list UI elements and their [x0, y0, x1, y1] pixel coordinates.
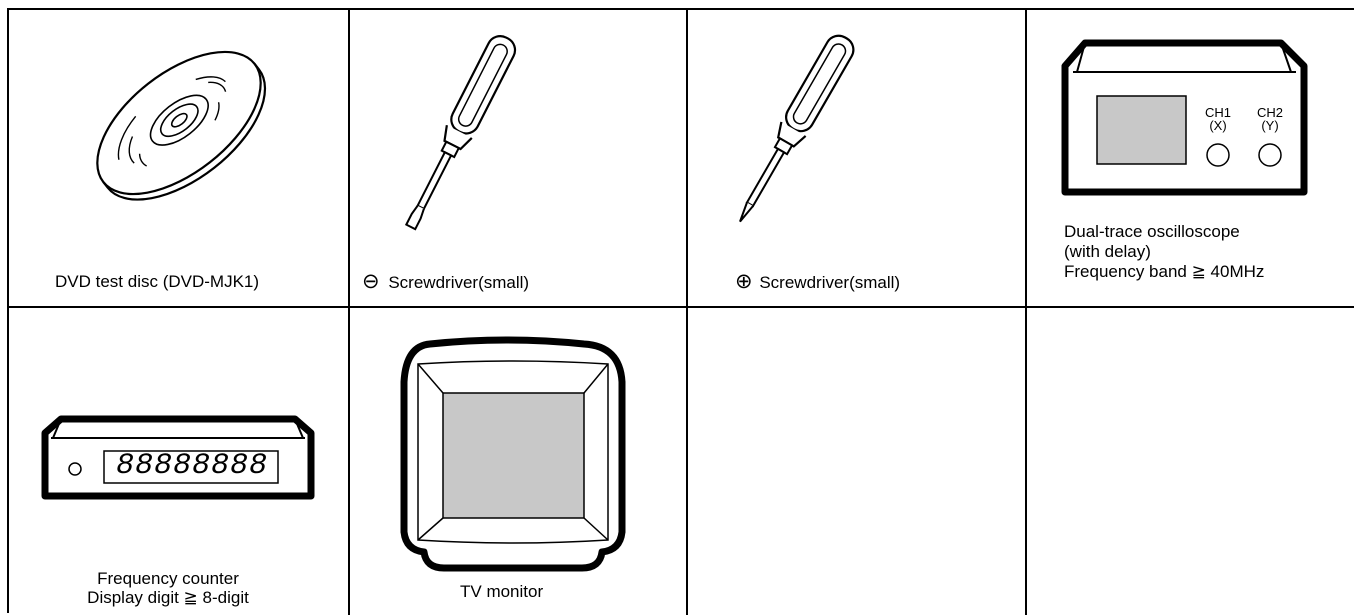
caption-frequency-counter: Frequency counter Display digit ≧ 8-digi… — [73, 569, 263, 607]
ch1-label-group: CH1 (X) — [1198, 106, 1238, 132]
ch2-axis-label: (Y) — [1250, 119, 1290, 132]
phillips-screwdriver-icon — [686, 10, 1023, 304]
caption-plus-screwdriver: ⊕ Screwdriver(small) — [735, 272, 900, 292]
digit-display: 88888888 — [108, 448, 276, 484]
ch2-label-group: CH2 (Y) — [1250, 106, 1290, 132]
caption-minus-screwdriver: ⊖ Screwdriver(small) — [362, 272, 529, 292]
cell-minus-screwdriver: ⊖ Screwdriver(small) — [348, 10, 685, 304]
caption-line: Dual-trace oscilloscope — [1064, 222, 1264, 242]
caption-tv-monitor: TV monitor — [460, 582, 543, 601]
dvd-disc-icon — [9, 10, 347, 304]
cell-oscilloscope: CH1 (X) CH2 (Y) Dual-trace oscilloscope … — [1025, 10, 1354, 304]
cell-tv-monitor: TV monitor — [348, 306, 685, 613]
tv-monitor-icon — [348, 306, 685, 613]
flathead-screwdriver-icon — [348, 10, 685, 304]
cell-dvd-test-disc: DVD test disc (DVD-MJK1) — [9, 10, 347, 304]
caption-line: Display digit ≧ 8-digit — [73, 588, 263, 607]
empty-cell — [1025, 306, 1354, 613]
empty-cell — [686, 306, 1023, 613]
cell-frequency-counter: 88888888 Frequency counter Display digit… — [9, 306, 347, 613]
caption-dvd-test-disc: DVD test disc (DVD-MJK1) — [55, 272, 259, 291]
caption-oscilloscope: Dual-trace oscilloscope (with delay) Fre… — [1064, 222, 1264, 282]
plus-symbol-icon: ⊕ — [735, 270, 753, 293]
caption-line: Frequency counter — [73, 569, 263, 588]
caption-line: (with delay) — [1064, 242, 1264, 262]
ch1-axis-label: (X) — [1198, 119, 1238, 132]
caption-text: Screwdriver(small) — [759, 273, 900, 292]
cell-plus-screwdriver: ⊕ Screwdriver(small) — [686, 10, 1023, 304]
caption-text: Screwdriver(small) — [388, 273, 529, 292]
caption-line: Frequency band ≧ 40MHz — [1064, 262, 1264, 282]
minus-symbol-icon: ⊖ — [362, 270, 380, 293]
